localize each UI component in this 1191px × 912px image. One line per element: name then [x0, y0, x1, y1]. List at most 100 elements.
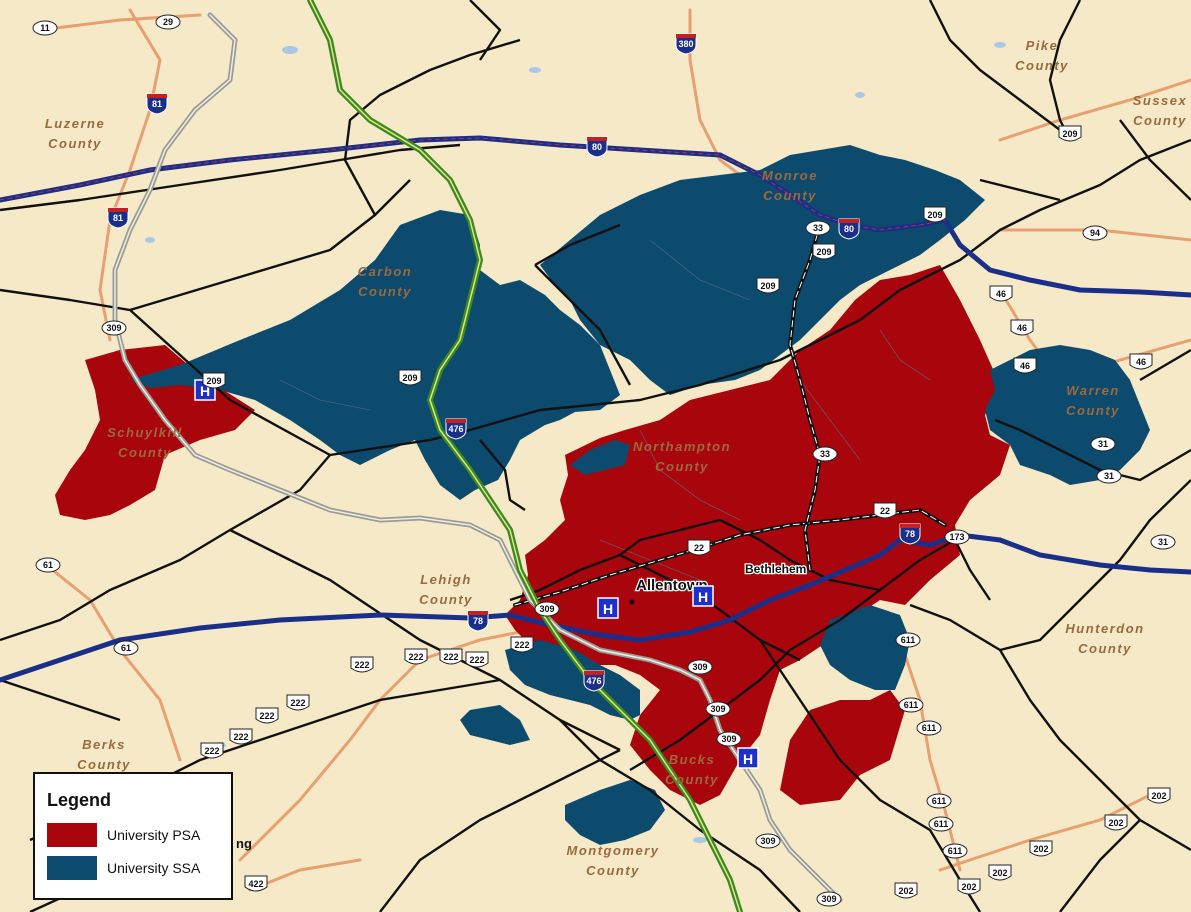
route-shield-r611a-icon: 611 [895, 632, 921, 648]
route-shield-r309a-icon: 309 [101, 320, 127, 336]
route-shield-label: 222 [354, 660, 369, 670]
route-shield-r61b-icon: 61 [113, 640, 139, 656]
route-shield-label: 209 [206, 376, 221, 386]
route-shield-label: 80 [592, 142, 602, 152]
hospital-icon[interactable]: H [692, 585, 714, 607]
city-dot-allentown [629, 599, 635, 605]
route-shield-label: 209 [760, 281, 775, 291]
svg-text:H: H [743, 751, 753, 767]
zip-boundaries [279, 239, 931, 581]
route-shield-label: 173 [949, 532, 964, 542]
route-shield-r222a-icon: 222 [350, 656, 374, 673]
route-shield-label: 33 [813, 223, 823, 233]
interstate-highways [0, 135, 1191, 683]
route-shield-r46d-icon: 46 [1129, 353, 1153, 370]
route-shield-r209a-icon: 209 [202, 372, 226, 389]
route-shield-r222b-icon: 222 [404, 648, 428, 665]
route-shield-label: 222 [443, 652, 458, 662]
route-shield-label: 46 [1136, 357, 1146, 367]
route-shield-label: 29 [163, 17, 173, 27]
route-shield-label: 80 [844, 224, 854, 234]
route-shield-label: 202 [961, 882, 976, 892]
route-shield-label: 222 [204, 746, 219, 756]
legend-swatch-psa [47, 823, 97, 847]
route-shield-r31c-icon: 31 [1150, 534, 1176, 550]
route-shield-r202e-icon: 202 [957, 878, 981, 895]
hospital-icon[interactable]: H [597, 597, 619, 619]
route-shield-r422-icon: 422 [244, 875, 268, 892]
city-label-bethlehem: Bethlehem [745, 562, 806, 576]
route-shield-label: 309 [821, 894, 836, 904]
route-shield-r31a-icon: 31 [1090, 436, 1116, 452]
legend-label-ssa: University SSA [107, 860, 201, 876]
route-shield-label: 222 [259, 711, 274, 721]
route-shield-r611d-icon: 611 [926, 793, 952, 809]
route-shield-label: 309 [692, 662, 707, 672]
route-shield-r11-icon: 11 [32, 20, 58, 36]
route-shield-i78b-icon: 78 [899, 523, 921, 545]
route-shield-r611b-icon: 611 [898, 697, 924, 713]
route-shield-r31b-icon: 31 [1096, 468, 1122, 484]
route-shield-label: 61 [43, 560, 53, 570]
route-shield-r309b-icon: 309 [534, 601, 560, 617]
route-shield-label: 202 [1151, 791, 1166, 801]
route-shield-r222g-icon: 222 [255, 707, 279, 724]
hospital-icon[interactable]: H [737, 747, 759, 769]
ssa-regions [130, 145, 1150, 845]
route-shield-label: 31 [1098, 439, 1108, 449]
route-shield-r33a-icon: 33 [805, 220, 831, 236]
route-shield-label: 309 [721, 734, 736, 744]
route-shield-r61a-icon: 61 [35, 557, 61, 573]
route-shield-label: 78 [473, 616, 483, 626]
route-shield-label: 476 [586, 676, 601, 686]
route-shield-label: 46 [996, 289, 1006, 299]
route-shield-label: 611 [922, 723, 937, 733]
route-shield-label: 46 [1020, 361, 1030, 371]
route-shield-label: 380 [678, 39, 693, 49]
route-shield-label: 31 [1158, 537, 1168, 547]
route-shield-r22a-icon: 22 [687, 539, 711, 556]
route-shield-r222d-icon: 222 [465, 651, 489, 668]
route-shield-r309f-icon: 309 [755, 833, 781, 849]
route-shield-label: 202 [898, 886, 913, 896]
route-shield-r94-icon: 94 [1082, 225, 1108, 241]
route-shield-r611c-icon: 611 [916, 720, 942, 736]
route-shield-r209e-icon: 209 [923, 206, 947, 223]
svg-text:H: H [603, 601, 613, 617]
route-shield-label: 61 [121, 643, 131, 653]
legend-title: Legend [47, 790, 112, 810]
route-shield-r611e-icon: 611 [928, 816, 954, 832]
legend-item-ssa: University SSA [47, 856, 219, 880]
route-shield-label: 202 [992, 868, 1007, 878]
route-shield-r46b-icon: 46 [1010, 319, 1034, 336]
route-shield-label: 209 [927, 210, 942, 220]
route-shield-label: 31 [1104, 471, 1114, 481]
legend-label-psa: University PSA [107, 827, 201, 843]
route-shield-label: 78 [905, 529, 915, 539]
city-label-allentown: Allentown [636, 577, 708, 594]
route-shield-label: 222 [408, 652, 423, 662]
route-shield-r222i-icon: 222 [200, 742, 224, 759]
route-shield-label: 309 [106, 323, 121, 333]
route-shield-r29-icon: 29 [155, 14, 181, 30]
route-shield-label: 11 [40, 23, 50, 33]
route-shield-label: 33 [820, 449, 830, 459]
route-shield-label: 202 [1108, 818, 1123, 828]
route-shield-r222f-icon: 222 [286, 694, 310, 711]
route-shield-label: 209 [816, 247, 831, 257]
route-shield-r202d-icon: 202 [988, 864, 1012, 881]
route-shield-i476b-icon: 476 [583, 670, 605, 692]
route-shield-r202b-icon: 202 [1104, 814, 1128, 831]
map-legend: Legend University PSA University SSA [33, 772, 233, 900]
